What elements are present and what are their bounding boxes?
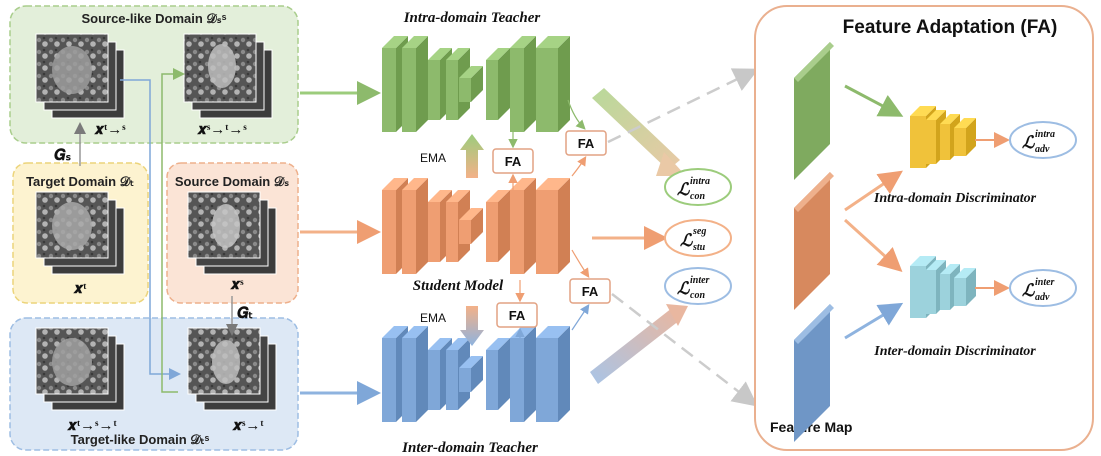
student-model-network bbox=[382, 178, 570, 274]
svg-text:FA: FA bbox=[582, 284, 599, 299]
feature-map-green bbox=[794, 42, 834, 180]
fa-panel: Feature Adaptation (FA) Feature Map bbox=[754, 5, 1094, 451]
inter-to-loss-arrow bbox=[590, 308, 680, 384]
fa-box-1: FA bbox=[492, 148, 534, 174]
target-domain-label: Target Domain 𝒟ₜ bbox=[26, 174, 134, 189]
loss-con-inter: ℒ inter con bbox=[664, 267, 732, 305]
image-stack-x-s-to-t bbox=[187, 327, 277, 411]
svg-text:con: con bbox=[690, 290, 705, 301]
intra-teacher-block-7 bbox=[510, 36, 536, 132]
image-stack-x-t-to-s-to-t bbox=[35, 327, 125, 411]
fa-box-2: FA bbox=[565, 130, 607, 156]
svg-text:intra: intra bbox=[1035, 129, 1055, 140]
svg-text:inter: inter bbox=[1035, 277, 1055, 288]
inter-domain-discriminator bbox=[910, 256, 976, 318]
intra-domain-teacher-network bbox=[382, 36, 570, 132]
svg-text:seg: seg bbox=[692, 226, 706, 237]
svg-text:ℒ: ℒ bbox=[680, 231, 693, 250]
intra-disc-layer-4 bbox=[954, 118, 976, 156]
svg-text:FA: FA bbox=[509, 308, 526, 323]
ema-up-arrow bbox=[460, 134, 484, 178]
intra-domain-teacher-title: Intra-domain Teacher bbox=[403, 10, 541, 26]
inter-teacher-block-8 bbox=[536, 326, 570, 422]
student-block-7 bbox=[510, 178, 536, 274]
feature-map-label: Feature Map bbox=[770, 419, 852, 435]
image-stack-x-s bbox=[187, 191, 277, 275]
inter-teacher-block-2 bbox=[402, 326, 428, 422]
ema-bottom-label: EMA bbox=[420, 311, 446, 325]
svg-text:adv: adv bbox=[1035, 144, 1050, 155]
orange-to-intra-disc-arrow bbox=[844, 170, 903, 212]
inter-teacher-block-7 bbox=[510, 326, 536, 422]
x-s-label: 𝒙ˢ bbox=[230, 277, 245, 293]
loss-con-intra: ℒ intra con bbox=[664, 168, 732, 206]
image-stack-x-t bbox=[35, 191, 125, 275]
student-model-title: Student Model bbox=[413, 278, 504, 294]
fa-connectors bbox=[508, 99, 590, 352]
blue-to-inter-disc-arrow bbox=[844, 302, 904, 340]
generator-gt-label: 𝑮ₜ bbox=[237, 306, 253, 322]
fa-panel-link-top bbox=[607, 68, 759, 144]
green-to-intra-disc-arrow bbox=[844, 84, 904, 117]
intra-teacher-block-8 bbox=[536, 36, 570, 132]
student-block-2 bbox=[402, 178, 428, 274]
inter-domain-teacher-title: Inter-domain Teacher bbox=[401, 440, 538, 456]
inter-domain-discriminator-label: Inter-domain Discriminator bbox=[873, 344, 1036, 359]
cross-path-green bbox=[161, 68, 185, 393]
fa-box-4: FA bbox=[569, 278, 611, 304]
feature-map-orange bbox=[794, 172, 834, 310]
source-like-domain-label: Source-like Domain 𝒟ₛˢ bbox=[81, 11, 226, 26]
intra-teacher-block-6 bbox=[486, 48, 510, 120]
svg-text:ℒ: ℒ bbox=[1022, 133, 1035, 152]
image-stack-x-s-to-t-to-s bbox=[183, 33, 273, 119]
generator-gs-label: 𝑮ₛ bbox=[54, 148, 72, 164]
ema-top-label: EMA bbox=[420, 151, 446, 165]
orange-to-inter-disc-arrow bbox=[843, 218, 903, 273]
x-s-to-t-to-s-label: 𝒙ˢ→ᵗ→ˢ bbox=[196, 122, 247, 138]
fa-panel-link-bottom bbox=[611, 293, 758, 407]
inter-disc-layer-4 bbox=[954, 268, 976, 306]
x-t-to-s-label: 𝒙ᵗ→ˢ bbox=[93, 122, 126, 138]
student-block-6 bbox=[486, 190, 510, 262]
intra-teacher-block-2 bbox=[402, 36, 428, 132]
loss-adv-intra: ℒ intra adv bbox=[1009, 121, 1077, 159]
svg-text:ℒ: ℒ bbox=[677, 279, 690, 298]
target-like-domain-label: Target-like Domain 𝒟ₜˢ bbox=[71, 432, 210, 447]
svg-text:inter: inter bbox=[690, 275, 710, 286]
svg-text:ℒ: ℒ bbox=[677, 180, 690, 199]
x-t-label: 𝒙ᵗ bbox=[73, 281, 88, 297]
inter-domain-teacher-network bbox=[382, 326, 570, 422]
svg-text:FA: FA bbox=[578, 136, 595, 151]
fa-panel-title: Feature Adaptation (FA) bbox=[843, 17, 1058, 38]
student-block-5 bbox=[459, 208, 483, 244]
cross-path-blue bbox=[120, 79, 181, 380]
svg-text:ℒ: ℒ bbox=[1022, 281, 1035, 300]
svg-text:adv: adv bbox=[1035, 292, 1050, 303]
loss-seg-stu: ℒ seg stu bbox=[664, 219, 732, 257]
intra-teacher-block-5 bbox=[459, 66, 483, 102]
image-stack-x-t-to-s bbox=[35, 33, 125, 119]
loss-adv-inter: ℒ inter adv bbox=[1009, 269, 1077, 307]
source-domain-label: Source Domain 𝒟ₛ bbox=[175, 174, 289, 189]
svg-text:stu: stu bbox=[692, 242, 706, 253]
intra-domain-discriminator bbox=[910, 106, 976, 168]
student-block-8 bbox=[536, 178, 570, 274]
svg-text:FA: FA bbox=[505, 154, 522, 169]
ema-down-arrow bbox=[460, 306, 484, 346]
inter-teacher-block-5 bbox=[459, 356, 483, 392]
x-t-to-s-to-t-label: 𝒙ᵗ→ˢ→ᵗ bbox=[66, 418, 117, 434]
feature-map-blue bbox=[794, 304, 834, 442]
fa-box-3: FA bbox=[496, 302, 538, 328]
x-s-to-t-label: 𝒙ˢ→ᵗ bbox=[231, 418, 264, 434]
inter-teacher-block-6 bbox=[486, 338, 510, 410]
svg-text:con: con bbox=[690, 191, 705, 202]
svg-text:intra: intra bbox=[690, 176, 710, 187]
intra-domain-discriminator-label: Intra-domain Discriminator bbox=[873, 191, 1037, 206]
